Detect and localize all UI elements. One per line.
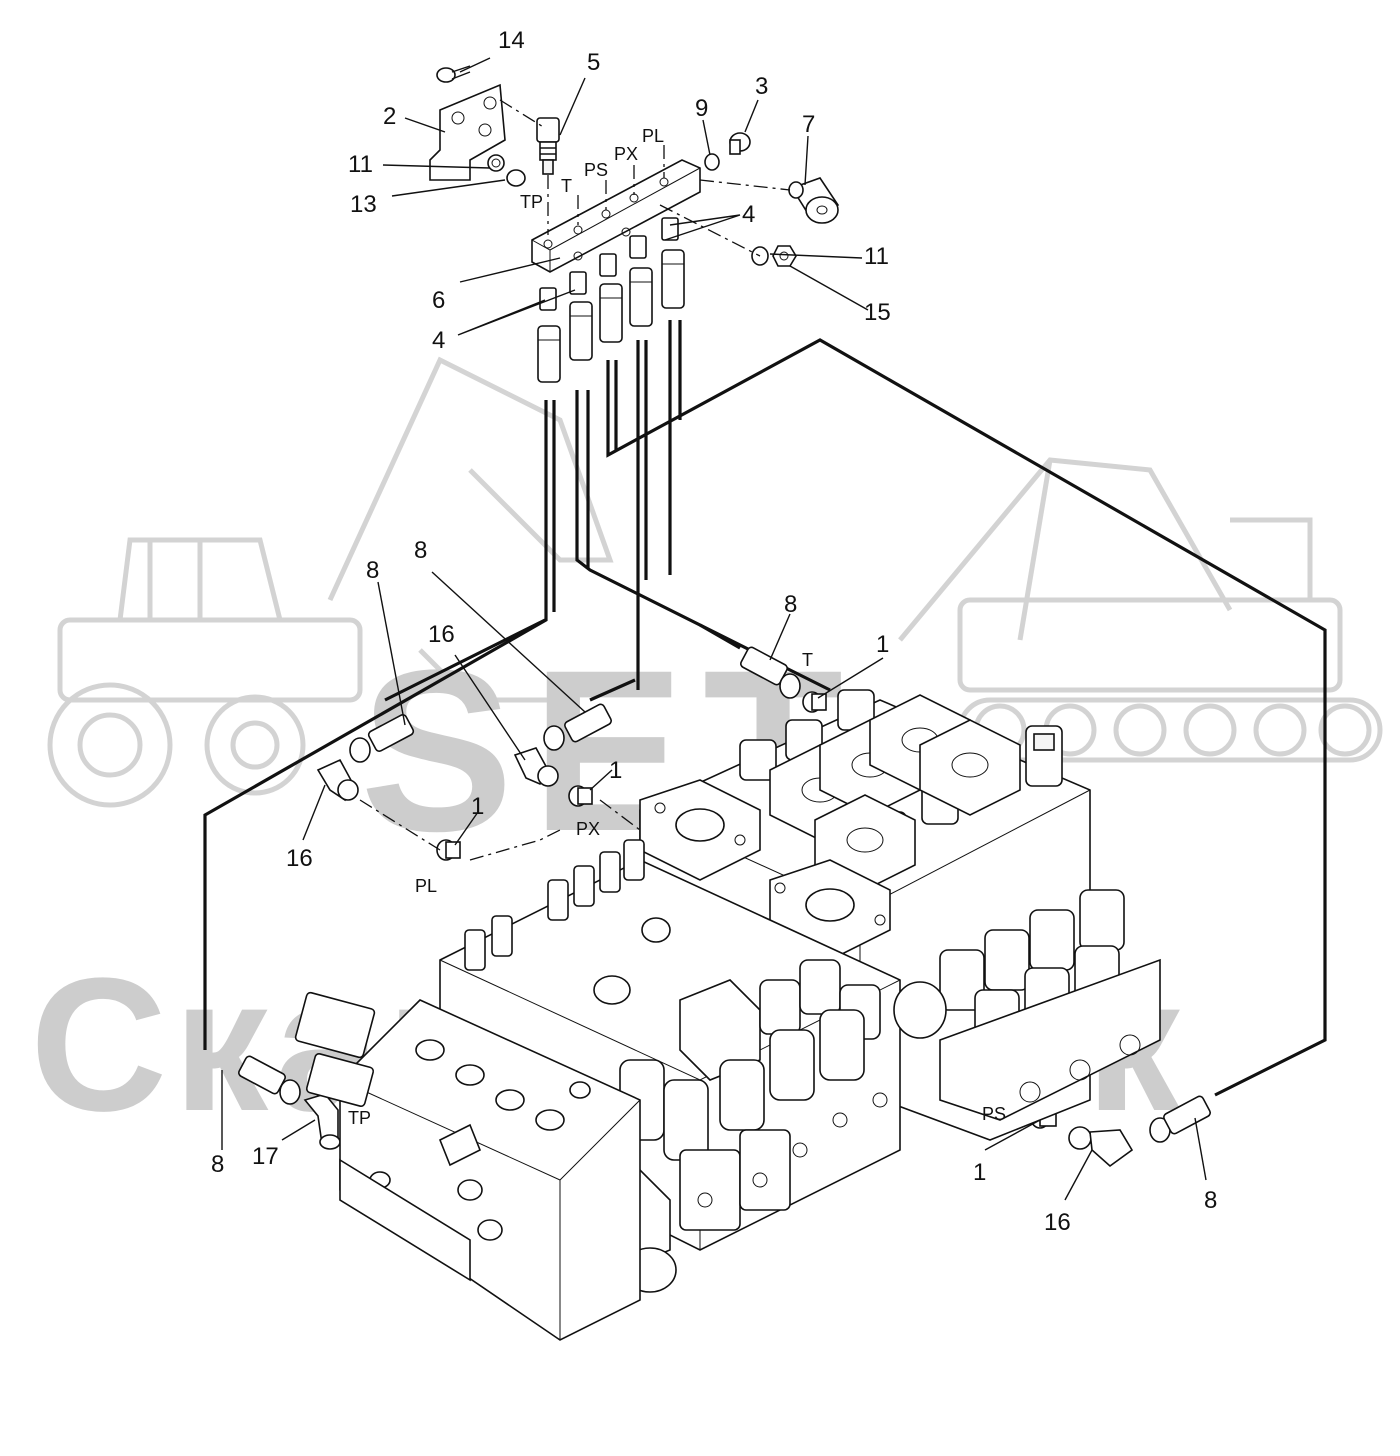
- port-ps-low: PS: [982, 1104, 1006, 1124]
- fittings: [238, 646, 1211, 1168]
- hose-routing: [203, 320, 1327, 1097]
- port-labels: TP T PS PX PL T PX PL TP PS: [348, 126, 1006, 1128]
- callout-9: 9: [695, 95, 708, 122]
- top-manifold-assembly: [429, 65, 840, 383]
- callout-1-b: 1: [609, 757, 622, 784]
- control-valve-block: [294, 689, 1161, 1341]
- callout-16-c: 16: [1044, 1209, 1071, 1236]
- callout-numbers: 14 5 2 9 3 7 11 13 4 11 6 15 4 8 8 16 8 …: [211, 27, 1217, 1236]
- pressure-switch-part-5: [536, 117, 560, 175]
- washer-part-11: [487, 154, 505, 172]
- elbow-part-16-right: [1068, 1126, 1134, 1168]
- port-t-right: T: [802, 650, 813, 670]
- port-ps-top: PS: [584, 160, 608, 180]
- port-tp-low: TP: [348, 1108, 371, 1128]
- adapter-set-part-4: [539, 217, 679, 311]
- centerline: [699, 179, 791, 191]
- bolt-part-14: [436, 65, 471, 83]
- washer-part-9: [704, 153, 720, 171]
- bolt-part-13: [506, 169, 526, 187]
- callout-6: 6: [432, 287, 445, 314]
- callout-4-top: 4: [742, 201, 755, 228]
- callout-13: 13: [350, 191, 377, 218]
- leader-lines: [221, 57, 1207, 1201]
- hose-end-part-8-mid: [543, 703, 612, 751]
- watermark-tractor-icon: [47, 356, 614, 808]
- nut-part-15: [772, 245, 797, 267]
- hose-ends: [537, 249, 685, 383]
- cap-part-7: [788, 177, 840, 224]
- centerline: [599, 799, 641, 831]
- callout-11-top: 11: [348, 151, 373, 178]
- adapter-part-1-pl: [436, 839, 461, 861]
- solenoid-stack-right: [939, 889, 1161, 1121]
- callout-4-low: 4: [432, 327, 445, 354]
- callout-1-d: 1: [973, 1159, 986, 1186]
- adapter-part-1-t: [802, 691, 827, 713]
- callout-1-c: 1: [471, 793, 484, 820]
- coil-modules: [769, 694, 1021, 891]
- callout-15: 15: [864, 299, 891, 326]
- port-pl-mid: PL: [415, 876, 437, 896]
- elbow-part-16-left: [316, 758, 359, 802]
- front-plate: [294, 991, 641, 1341]
- callout-7: 7: [802, 111, 815, 138]
- callout-11-right: 11: [864, 243, 889, 270]
- callout-3: 3: [755, 73, 768, 100]
- callout-8-c: 8: [784, 591, 797, 618]
- hose-end-part-8-right: [1149, 1095, 1211, 1143]
- centerline: [499, 99, 546, 129]
- port-tp-top: TP: [520, 192, 543, 212]
- hose-end-part-8-lower-left: [238, 1055, 301, 1105]
- callout-16-a: 16: [428, 621, 455, 648]
- callout-17: 17: [252, 1143, 279, 1170]
- port-px-mid: PX: [576, 819, 600, 839]
- port-t-top: T: [561, 176, 572, 196]
- manifold-block-part-6: [531, 159, 701, 273]
- callout-8-e: 8: [1204, 1187, 1217, 1214]
- centerline: [359, 799, 441, 851]
- callout-2: 2: [383, 103, 396, 130]
- watermark-excavator-icon: [898, 457, 1383, 763]
- port-pl-top: PL: [642, 126, 664, 146]
- port-px-top: PX: [614, 144, 638, 164]
- callout-16-b: 16: [286, 845, 313, 872]
- callout-8-d: 8: [211, 1151, 224, 1178]
- bracket-part-2: [429, 83, 506, 181]
- callout-8-b: 8: [414, 537, 427, 564]
- plug-part-3: [729, 132, 751, 155]
- callout-5: 5: [587, 49, 600, 76]
- adapter-part-1-px: [568, 785, 593, 807]
- hose-end-part-8-left: [349, 714, 415, 763]
- centerline: [659, 204, 761, 257]
- hose-end-part-8-t: [740, 646, 801, 699]
- callout-1-a: 1: [876, 631, 889, 658]
- callout-14: 14: [498, 27, 525, 54]
- centerline: [469, 829, 561, 861]
- callout-8-a: 8: [366, 557, 379, 584]
